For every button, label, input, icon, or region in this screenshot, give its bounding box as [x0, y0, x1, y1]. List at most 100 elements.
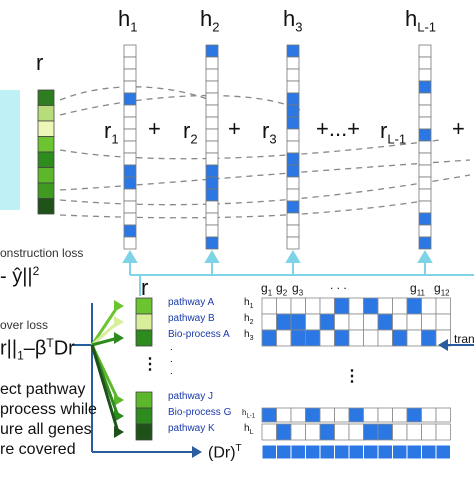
grid-cell [276, 407, 292, 423]
r-sub: 1 [111, 131, 119, 147]
dr-cell [348, 444, 364, 460]
description-line: re covered [0, 441, 76, 458]
dr-transpose-label: (Dr)T [208, 444, 242, 461]
grid-cell [348, 407, 364, 423]
h-name: h [200, 6, 213, 31]
obj-beta: –β [23, 337, 47, 360]
pathway-label: pathway J [168, 391, 214, 402]
plus-sign: + [148, 116, 161, 141]
h-cell [286, 224, 300, 238]
grid-cell [290, 407, 306, 423]
arrow-up-icon [204, 250, 220, 263]
h-cell [123, 188, 137, 202]
h-cell [123, 92, 137, 106]
plus-sign: + [452, 116, 465, 141]
grid-cell [406, 313, 422, 331]
h-sub: 2 [212, 19, 220, 35]
grid-cell [435, 297, 451, 315]
grid-cell [334, 297, 350, 315]
h-cell [418, 152, 432, 166]
formula-r3: r3 [262, 118, 277, 147]
h-cell [418, 188, 432, 202]
h-cell [418, 128, 432, 142]
reconstruction-norm: - ŷ||2 [0, 265, 39, 287]
h-row-sub: L-1 [246, 413, 256, 420]
h-cell [418, 224, 432, 238]
norm-text: - ŷ|| [0, 265, 33, 288]
dashed-curve [59, 139, 441, 160]
pathway-label: Bio-process A [168, 329, 230, 340]
formula-rL1: rL-1 [380, 120, 406, 146]
grid-cell [377, 313, 393, 331]
arrow-right-icon [192, 446, 202, 458]
grid-cell [421, 407, 437, 423]
h-cell [286, 212, 300, 226]
gene-name: g [276, 281, 283, 295]
gene-sub: 1 [267, 288, 273, 298]
green-arrow-line [90, 344, 120, 433]
r-cell [37, 89, 55, 106]
h-cell [418, 140, 432, 154]
r-cell [37, 151, 55, 168]
r-label: r [36, 50, 44, 75]
arrow-up-icon [122, 250, 138, 263]
r-cell [37, 182, 55, 199]
grid-cell [290, 329, 306, 347]
h-cell [123, 164, 137, 178]
r-sub: 3 [269, 131, 277, 147]
dashed-curve [59, 199, 431, 219]
h-cell [286, 188, 300, 202]
h-cell [286, 164, 300, 178]
h-row-name: h [244, 313, 250, 324]
grid-cell [348, 329, 364, 347]
h-cell [123, 212, 137, 226]
h-cell [418, 92, 432, 106]
green-arrow-line [91, 320, 119, 347]
h-cell [418, 164, 432, 178]
grid-cell [305, 313, 321, 331]
green-arrow-head-icon [114, 316, 124, 328]
h-cell [418, 116, 432, 130]
grid-cell [261, 423, 277, 441]
h-cell [286, 140, 300, 154]
h-cell [205, 236, 219, 250]
h-cell [286, 128, 300, 142]
h1-label: h1 [118, 8, 137, 34]
r-cell [135, 329, 153, 347]
grid-cell [406, 329, 422, 347]
h-cell [286, 92, 300, 106]
h-cell [205, 56, 219, 70]
grid-cell [334, 329, 350, 347]
pathway-dot: . [170, 354, 173, 365]
h-row-name: h [244, 423, 250, 434]
gene-label: g3 [292, 282, 303, 297]
h-cell [123, 68, 137, 82]
grid-cell [377, 297, 393, 315]
h-cell [418, 200, 432, 214]
grid-cell [363, 423, 379, 441]
grid-cell [392, 313, 408, 331]
gene-label: g11 [410, 282, 425, 297]
h3-label: h3 [283, 8, 302, 34]
obj-sub: 1 [17, 348, 24, 363]
gene-name: g [410, 281, 417, 295]
h-cell [286, 200, 300, 214]
h-cell [205, 200, 219, 214]
dr-cell [406, 444, 422, 460]
h2-label: h2 [200, 6, 220, 35]
dr-cell [435, 444, 451, 460]
vertical-dots: ⋮ [142, 356, 158, 373]
h-cell [286, 68, 300, 82]
grid-cell [319, 407, 335, 423]
gene-name: g [292, 281, 299, 295]
h-row-sub: L [249, 429, 254, 436]
h-cell [205, 92, 219, 106]
pathway-label: pathway B [168, 313, 215, 324]
lower-r-label: r [141, 275, 149, 300]
r-term: r [262, 118, 270, 143]
grid-cell [435, 313, 451, 331]
dr-cell [377, 444, 393, 460]
grid-cell [290, 297, 306, 315]
gene-sub: 12 [440, 288, 450, 298]
pathway-label: pathway K [168, 423, 215, 434]
